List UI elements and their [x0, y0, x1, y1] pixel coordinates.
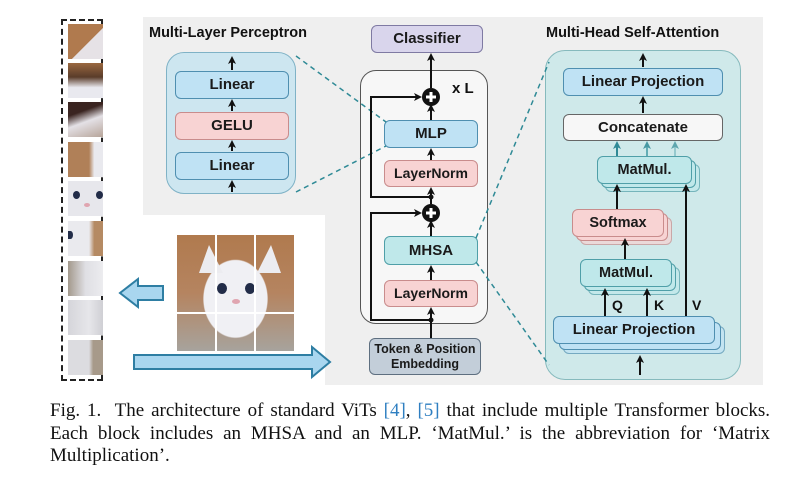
cat-ear-left [199, 245, 223, 273]
mhsa-panel-title: Multi-Head Self-Attention [546, 25, 720, 41]
arrow-right-icon [133, 344, 332, 380]
caption-text-2: that include multiple Transformer blocks… [50, 400, 771, 466]
mlp-zoom-line-bottom [295, 145, 387, 193]
cat-image [177, 235, 294, 351]
mlp-linear-bottom: Linear [175, 152, 289, 180]
mlp-linear-top: Linear [175, 71, 289, 99]
citation-link-4[interactable]: [4] [383, 400, 406, 421]
mlp-panel-title: Multi-Layer Perceptron [149, 25, 307, 41]
cat-nose [84, 203, 90, 207]
patch-1 [68, 24, 103, 59]
linear-projection-bottom: Linear Projection [553, 316, 715, 344]
mhsa-zoom-line-bottom [475, 261, 550, 366]
residual-1 [370, 209, 431, 321]
cat-eye-left [217, 283, 227, 294]
cat-eye-right [245, 283, 255, 294]
k-label: K [654, 297, 665, 313]
concatenate-box: Concatenate [563, 114, 723, 141]
patch-9 [68, 340, 103, 375]
arrow-left-icon [118, 276, 164, 310]
classifier-box: Classifier [371, 25, 483, 53]
add-node-bottom-icon [422, 204, 440, 222]
q-label: Q [612, 297, 623, 313]
caption-sep: , [405, 400, 418, 421]
patch-5 [68, 181, 103, 216]
grid-line-h1 [177, 312, 294, 314]
mlp-gelu: GELU [175, 112, 289, 140]
patch-3 [68, 102, 103, 137]
residual-1-junction [428, 317, 434, 323]
patch-6 [68, 221, 103, 256]
linear-projection-top: Linear Projection [563, 68, 723, 96]
grid-line-v1 [215, 235, 217, 351]
mhsa-zoom-line-top [475, 61, 550, 239]
cat-ear-right [257, 245, 281, 273]
figure-caption: Fig. 1. The architecture of standard ViT… [50, 400, 770, 468]
add-node-top-icon [422, 88, 440, 106]
mhsa-box: MHSA [384, 236, 478, 265]
mlp-zoom-line-top [295, 55, 387, 123]
cat-eye-right [96, 191, 103, 199]
layernorm-top-box: LayerNorm [384, 160, 478, 187]
patch-4 [68, 142, 103, 177]
embedding-box: Token & Position Embedding [369, 338, 481, 375]
v-label: V [692, 297, 702, 313]
caption-text-1: The architecture of standard ViTs [108, 400, 384, 421]
patch-8 [68, 300, 103, 335]
citation-link-5[interactable]: [5] [417, 400, 440, 421]
residual-2 [370, 93, 431, 198]
matmul-top-box: MatMul. [597, 156, 692, 184]
cat-nose [232, 299, 240, 304]
patch-7 [68, 261, 103, 296]
cat-eye-partial [68, 231, 73, 239]
layernorm-bottom-box: LayerNorm [384, 280, 478, 307]
grid-line-v2 [254, 235, 256, 351]
repeat-label: x L [452, 80, 474, 97]
cat-eye-left [73, 191, 80, 199]
caption-prefix: Fig. 1. [50, 400, 102, 421]
patch-2 [68, 63, 103, 98]
residual-2-junction [428, 194, 434, 200]
softmax-box: Softmax [572, 209, 664, 237]
matmul-bottom-box: MatMul. [580, 259, 672, 287]
mlp-box: MLP [384, 120, 478, 148]
